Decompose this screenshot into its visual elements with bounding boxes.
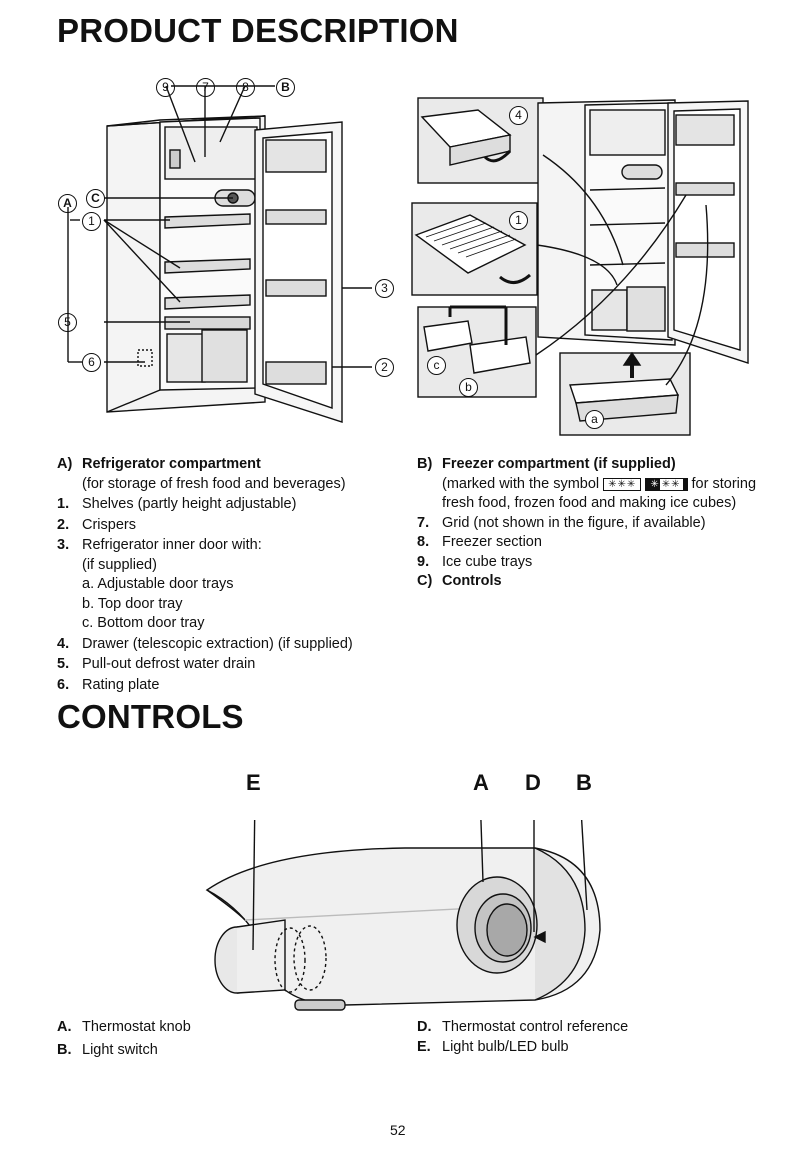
callout-7: 7: [196, 78, 215, 97]
callout-4: 4: [509, 106, 528, 125]
three-star-symbol: ✳✳✳: [603, 477, 642, 491]
item-7: 7. Grid (not shown in the figure, if ava…: [417, 514, 706, 531]
callout-B: B: [276, 78, 295, 97]
callout-9: 9: [156, 78, 175, 97]
callout-a: a: [585, 410, 604, 429]
item-b: B) Freezer compartment (if supplied) (ma…: [417, 456, 757, 511]
controls-title: CONTROLS: [57, 698, 244, 735]
legend-e: E. Light bulb/LED bulb: [417, 1038, 569, 1055]
controls-legend-right: D. Thermostat control reference E. Light…: [417, 1018, 757, 1057]
callout-C: C: [86, 189, 105, 208]
callout-2: 2: [375, 358, 394, 377]
controls-unit-figure: [205, 820, 601, 1011]
four-star-symbol: ✳✳✳: [645, 477, 688, 491]
item-a: A) Refrigerator compartment(for storage …: [57, 456, 346, 492]
controls-letter-B: B: [576, 770, 592, 795]
fridge-open-door-figure: [67, 85, 372, 423]
page-number: 52: [390, 1122, 406, 1138]
callout-6: 6: [82, 353, 101, 372]
item-9: 9. Ice cube trays: [417, 553, 533, 570]
controls-letter-D: D: [525, 770, 541, 795]
legend-b: B. Light switch: [57, 1041, 158, 1058]
item-4: 4. Drawer (telescopic extraction) (if su…: [57, 635, 353, 652]
item-3: 3. Refrigerator inner door with: (if sup…: [57, 537, 262, 631]
callout-c: c: [427, 356, 446, 375]
legend-d: D. Thermostat control reference: [417, 1019, 629, 1035]
page-title: PRODUCT DESCRIPTION: [57, 12, 459, 49]
callout-5: 5: [58, 313, 77, 332]
description-right-list: B) Freezer compartment (if supplied) (ma…: [417, 455, 767, 592]
item-2: 2. Crispers: [57, 516, 136, 533]
callout-b: b: [459, 378, 478, 397]
legend-a: A. Thermostat knob: [57, 1019, 191, 1035]
callout-1-right: 1: [509, 211, 528, 230]
item-5: 5. Pull-out defrost water drain: [57, 656, 256, 672]
callout-3: 3: [375, 279, 394, 298]
controls-legend-left: A. Thermostat knob B. Light switch: [57, 1018, 397, 1060]
description-left-list: A) Refrigerator compartment(for storage …: [57, 455, 402, 695]
item-8: 8. Freezer section: [417, 534, 542, 550]
controls-letter-A: A: [473, 770, 489, 795]
fridge-accessories-figure: [411, 97, 749, 436]
item-6: 6. Rating plate: [57, 676, 160, 693]
callout-1: 1: [82, 212, 101, 231]
callout-8: 8: [236, 78, 255, 97]
callout-A: A: [58, 194, 77, 213]
item-1: 1. Shelves (partly height adjustable): [57, 496, 297, 512]
item-c: C) Controls: [417, 573, 502, 589]
controls-letter-E: E: [246, 770, 261, 795]
